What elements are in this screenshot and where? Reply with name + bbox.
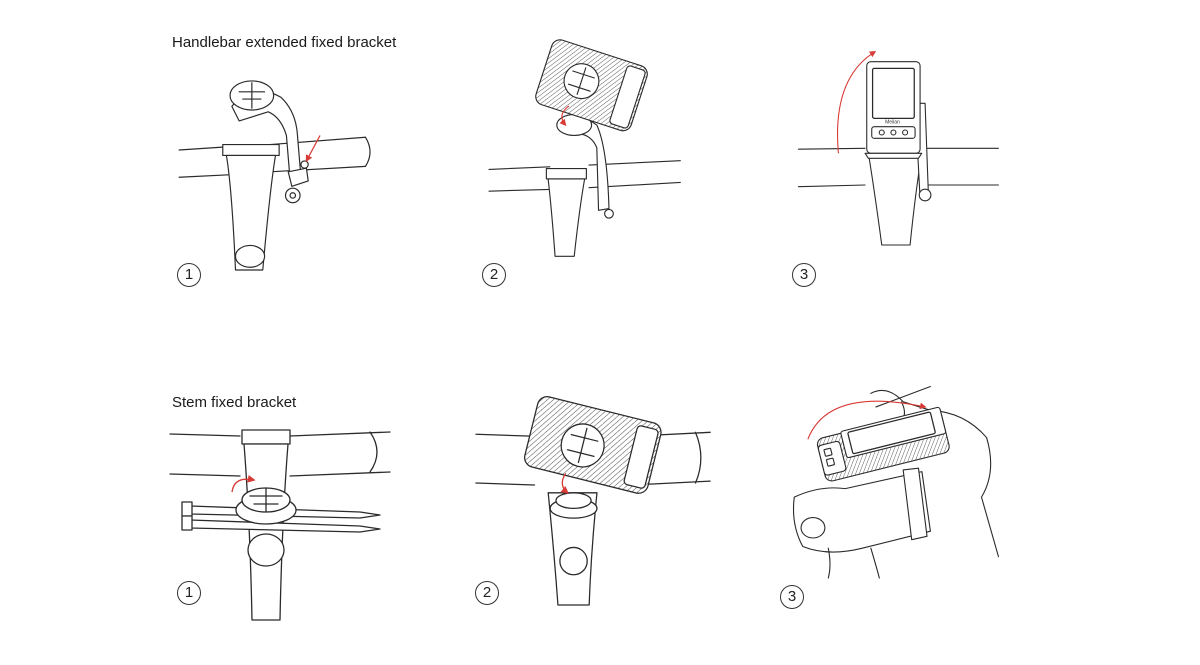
step-illustration-handlebar-1 bbox=[168, 70, 413, 271]
step-number-1: 1 bbox=[177, 263, 201, 287]
step-illustration-handlebar-2 bbox=[473, 39, 718, 257]
hand-illustration bbox=[792, 385, 1000, 579]
rotation-arrow-icon bbox=[807, 400, 927, 440]
rotation-arrow-icon bbox=[559, 105, 570, 127]
step-illustration-stem-1 bbox=[169, 420, 415, 621]
handlebar-illustration bbox=[178, 80, 371, 271]
step-illustration-handlebar-3: Meilan bbox=[778, 45, 1023, 246]
step-number-1: 1 bbox=[177, 581, 201, 605]
handlebar-illustration bbox=[169, 429, 391, 621]
bike-computer-illustration: Meilan bbox=[797, 50, 999, 246]
brand-label: Meilan bbox=[885, 119, 900, 125]
rotation-arrow-icon bbox=[231, 474, 256, 493]
section-title-stem-fixed: Stem fixed bracket bbox=[172, 394, 297, 411]
rotation-arrow-icon bbox=[305, 135, 321, 163]
rotation-arrow-icon bbox=[837, 50, 877, 154]
step-illustration-stem-2 bbox=[473, 396, 718, 606]
bracket-illustration bbox=[475, 396, 711, 606]
step-number-3: 3 bbox=[792, 263, 816, 287]
step-illustration-stem-3 bbox=[776, 378, 1021, 579]
step-number-2: 2 bbox=[482, 263, 506, 287]
step-number-3: 3 bbox=[780, 585, 804, 609]
step-number-2: 2 bbox=[475, 581, 499, 605]
rotation-arrow-icon bbox=[560, 472, 569, 494]
section-title-handlebar-extended: Handlebar extended fixed bracket bbox=[172, 34, 397, 51]
bracket-illustration bbox=[488, 39, 681, 257]
